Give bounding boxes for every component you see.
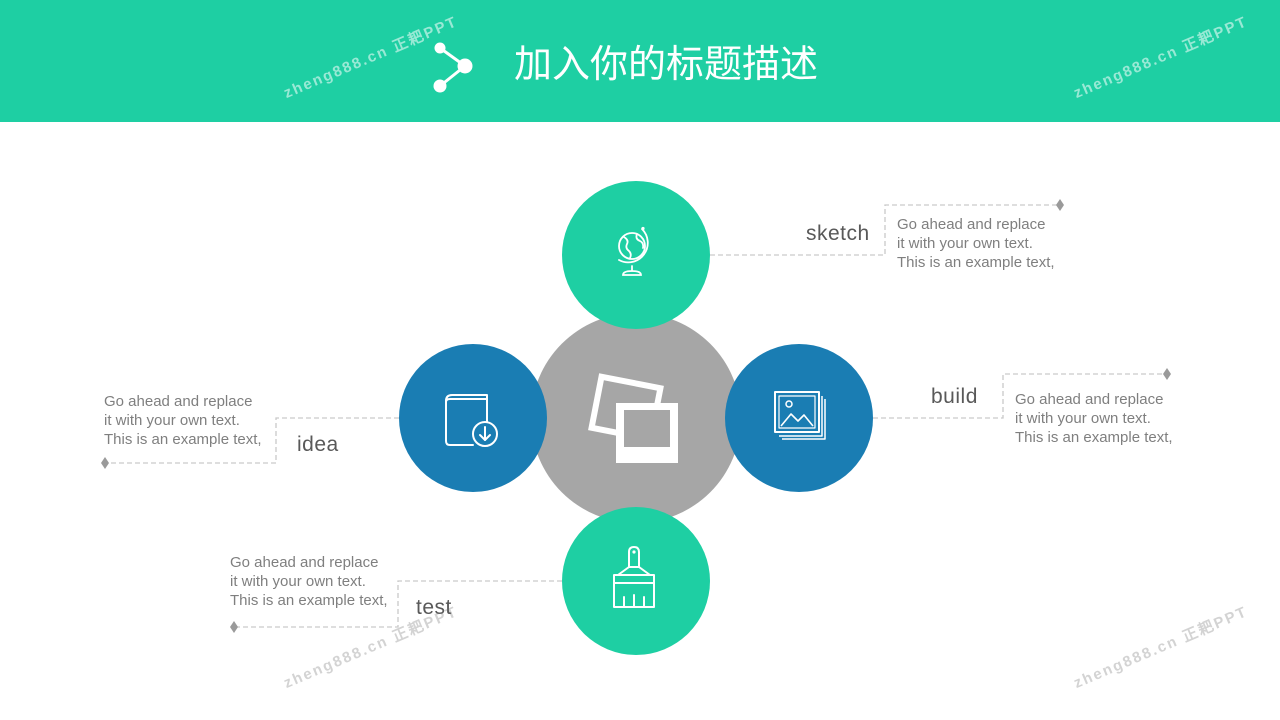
book-download-icon xyxy=(445,394,498,447)
label-sketch: sketch xyxy=(806,222,870,245)
diamond-marker-build xyxy=(1163,368,1171,380)
header-band: 加入你的标题描述 xyxy=(0,0,1280,122)
description-line: it with your own text. xyxy=(1015,410,1151,427)
description-line: This is an example text, xyxy=(1015,429,1173,446)
node-idea xyxy=(399,344,547,492)
globe-icon xyxy=(618,226,649,276)
description-sketch: Go ahead and replace it with your own te… xyxy=(897,215,1055,272)
label-idea: idea xyxy=(297,433,339,456)
diamond-marker-test xyxy=(230,621,238,633)
connector-sketch xyxy=(710,204,1060,256)
description-line: This is an example text, xyxy=(104,431,262,448)
description-line: it with your own text. xyxy=(104,412,240,429)
description-line: Go ahead and replace xyxy=(230,554,379,571)
description-line: Go ahead and replace xyxy=(897,216,1046,233)
label-build: build xyxy=(931,385,978,408)
node-sketch xyxy=(562,181,710,329)
description-idea: Go ahead and replace it with your own te… xyxy=(104,392,262,449)
description-line: Go ahead and replace xyxy=(104,393,253,410)
connector-build xyxy=(873,373,1167,419)
photos-icon xyxy=(588,373,678,463)
picture-stack-icon xyxy=(774,391,826,440)
slide-title: 加入你的标题描述 xyxy=(514,44,819,86)
description-line: it with your own text. xyxy=(230,573,366,590)
description-test: Go ahead and replace it with your own te… xyxy=(230,553,388,610)
node-build xyxy=(725,344,873,492)
brush-icon xyxy=(613,546,655,608)
description-line: it with your own text. xyxy=(897,235,1033,252)
node-test xyxy=(562,507,710,655)
description-line: This is an example text, xyxy=(230,592,388,609)
connector-test xyxy=(234,580,562,628)
diamond-marker-sketch xyxy=(1056,199,1064,211)
description-build: Go ahead and replace it with your own te… xyxy=(1015,390,1173,447)
description-line: This is an example text, xyxy=(897,254,1055,271)
label-test: test xyxy=(416,596,452,619)
description-line: Go ahead and replace xyxy=(1015,391,1164,408)
diamond-marker-idea xyxy=(101,457,109,469)
hub-circle xyxy=(531,313,741,523)
share-nodes-icon xyxy=(433,42,473,93)
connector-idea xyxy=(105,417,399,464)
